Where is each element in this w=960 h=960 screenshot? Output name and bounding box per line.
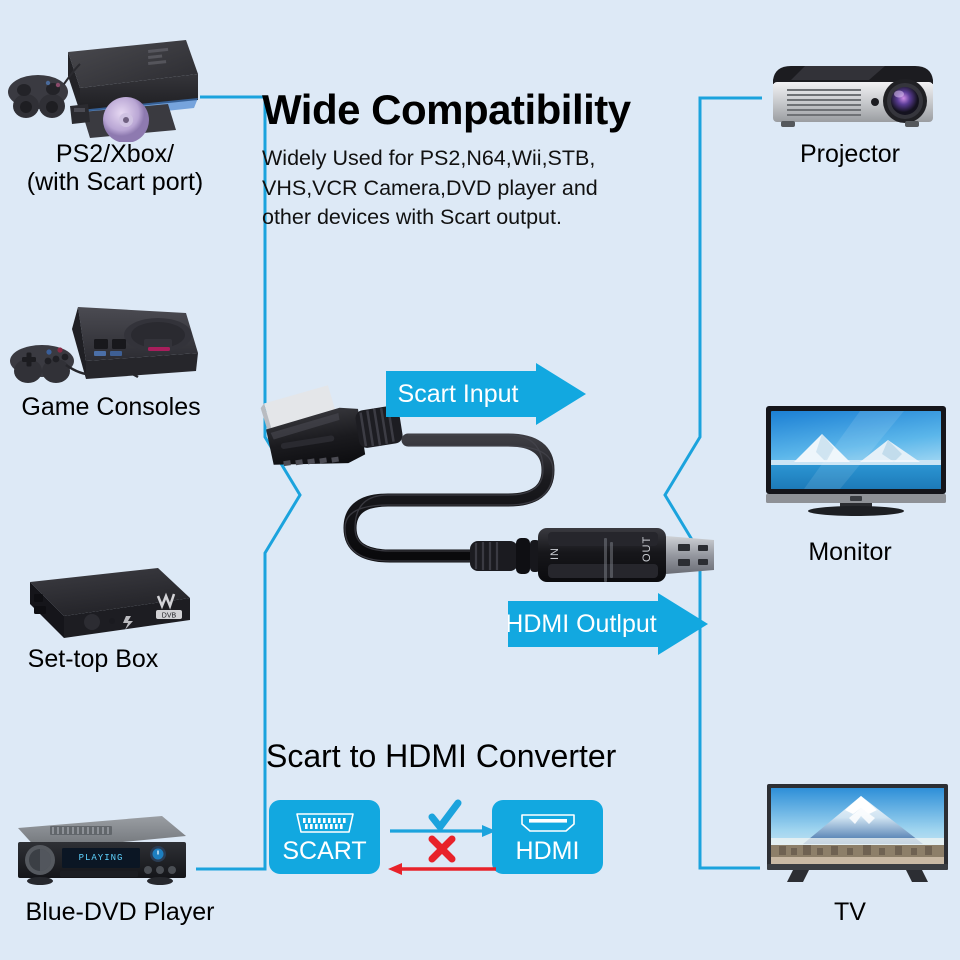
projector-label-line-1: Projector xyxy=(799,140,901,168)
svg-text:DVB: DVB xyxy=(162,613,177,620)
ps2-label: PS2/Xbox/ (with Scart port) xyxy=(0,140,230,196)
headline-block: Wide Compatibility Widely Used for PS2,N… xyxy=(262,86,712,233)
scart-connector-icon xyxy=(295,813,354,833)
svg-text:PLAYING: PLAYING xyxy=(79,853,124,863)
hdmi-port-badge[interactable]: HDMI xyxy=(492,800,603,874)
page-title: Wide Compatibility xyxy=(262,86,631,133)
set-top-box-label-line-1: Set-top Box xyxy=(27,645,159,673)
game-consoles-label-line-1: Game Consoles xyxy=(21,393,201,421)
conversion-direction-arrows xyxy=(388,799,496,875)
tv-image xyxy=(767,784,948,882)
svg-text:IN: IN xyxy=(549,547,561,560)
ps2-label-line-1: PS2/Xbox/ xyxy=(55,140,175,168)
scart-to-hdmi-cable-image: IN OUT xyxy=(260,385,714,582)
ps2-label-line-2: (with Scart port) xyxy=(26,168,204,196)
scart-input-arrow: Scart Input xyxy=(386,363,586,425)
projector-label: Projector xyxy=(740,140,960,168)
svg-text:OUT: OUT xyxy=(641,536,653,562)
set-top-box-image: DVB xyxy=(30,568,190,638)
hdmi-connector-icon xyxy=(520,814,575,832)
scart-input-arrow-label: Scart Input xyxy=(398,380,519,408)
monitor-label-line-1: Monitor xyxy=(808,538,892,566)
game-console-image xyxy=(10,307,198,383)
hdmi-badge-label: HDMI xyxy=(515,837,580,865)
hdmi-output-arrow-label: HDMI Outlput xyxy=(508,610,657,638)
monitor-label: Monitor xyxy=(740,538,960,566)
projector-image xyxy=(773,66,933,127)
monitor-image xyxy=(766,406,946,516)
converter-title: Scart to HDMI Converter xyxy=(266,738,617,774)
check-icon xyxy=(428,799,462,831)
headline-body-line-3: other devices with Scart output. xyxy=(262,205,562,230)
scart-port-badge[interactable]: SCART xyxy=(269,800,380,874)
dvd-player-label-line-1: Blue-DVD Player xyxy=(25,898,215,926)
dvd-player-image: PLAYING xyxy=(18,816,186,885)
set-top-box-label: Set-top Box xyxy=(0,645,186,673)
game-consoles-label: Game Consoles xyxy=(0,393,222,421)
dvd-player-label: Blue-DVD Player xyxy=(0,898,240,926)
headline-body-line-1: Widely Used for PS2,N64,Wii,STB, xyxy=(262,146,596,171)
scart-badge-label: SCART xyxy=(282,837,367,865)
cross-icon xyxy=(428,835,456,863)
tv-label-line-1: TV xyxy=(834,898,866,926)
headline-body-line-2: VHS,VCR Camera,DVD player and xyxy=(262,175,598,200)
hdmi-output-arrow: HDMI Outlput xyxy=(508,593,708,655)
tv-label: TV xyxy=(740,898,960,926)
ps2-console-image xyxy=(8,40,198,142)
headline-body: Widely Used for PS2,N64,Wii,STB, VHS,VCR… xyxy=(262,144,712,233)
